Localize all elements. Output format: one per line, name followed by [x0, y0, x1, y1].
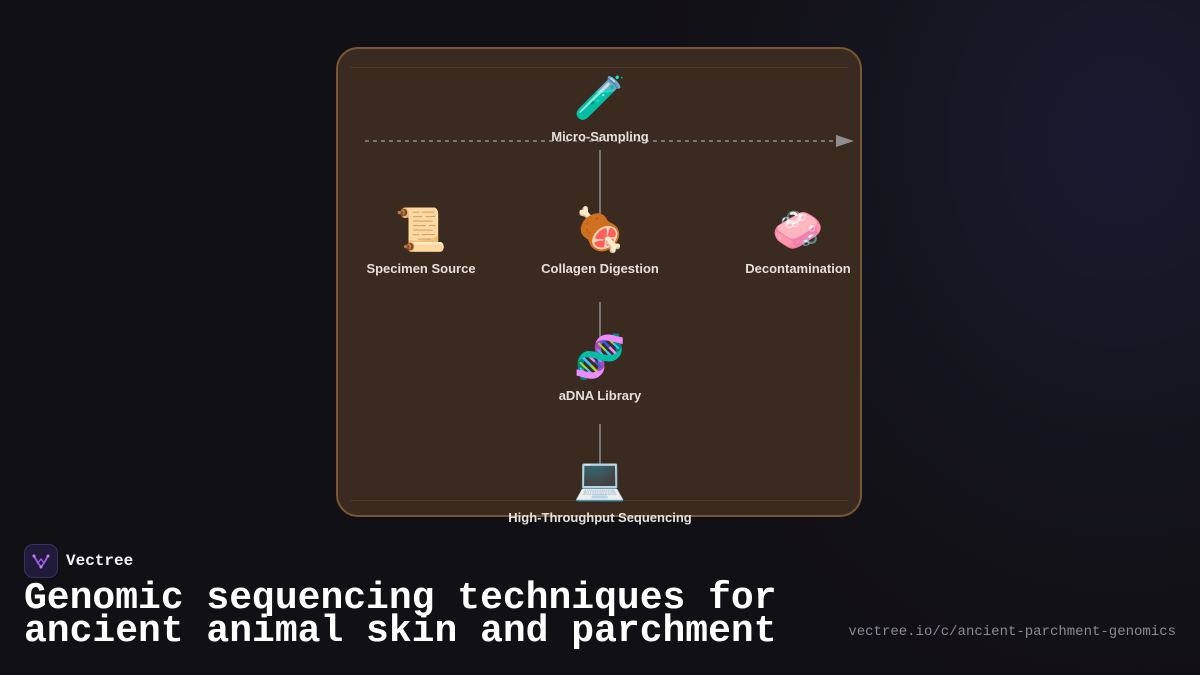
- node-label: Decontamination: [745, 261, 851, 276]
- dna-icon: 🧬: [573, 332, 627, 381]
- meat-on-bone-icon: 🍖: [573, 205, 627, 254]
- node-label: High-Throughput Sequencing: [508, 510, 692, 525]
- node-high-throughput-sequencing: 💻 High-Throughput Sequencing: [508, 454, 691, 526]
- node-specimen-source: 📜 Specimen Source: [366, 205, 475, 277]
- brand: Vectree: [24, 544, 133, 578]
- laptop-icon: 💻: [573, 454, 627, 503]
- node-micro-sampling: 🧪 Micro-Sampling: [551, 73, 649, 145]
- page-title: Genomic sequencing techniques for ancien…: [24, 577, 804, 653]
- page-title-line-1: Genomic sequencing techniques for: [24, 577, 777, 620]
- diagram-panel: [336, 47, 862, 517]
- test-tube-icon: 🧪: [573, 73, 627, 122]
- scroll-icon: 📜: [394, 205, 448, 254]
- node-label: Specimen Source: [366, 261, 476, 276]
- soap-icon: 🧼: [771, 205, 825, 254]
- panel-top-rule: [350, 67, 848, 68]
- brand-name: Vectree: [66, 552, 134, 570]
- panel-bottom-rule: [350, 500, 848, 501]
- node-label: Collagen Digestion: [541, 261, 659, 276]
- node-decontamination: 🧼 Decontamination: [745, 205, 850, 277]
- vectree-logo-mark: [32, 554, 50, 569]
- node-adna-library: 🧬 aDNA Library: [559, 332, 642, 404]
- vectree-logo-icon: [24, 544, 58, 578]
- node-label: aDNA Library: [558, 388, 642, 403]
- node-label: Micro-Sampling: [551, 129, 649, 144]
- arrowhead: [836, 135, 854, 147]
- node-collagen-digestion: 🍖 Collagen Digestion: [541, 205, 659, 277]
- source-url: vectree.io/c/ancient-parchment-genomics: [848, 624, 1176, 640]
- page-title-line-2: ancient animal skin and parchment: [24, 610, 777, 653]
